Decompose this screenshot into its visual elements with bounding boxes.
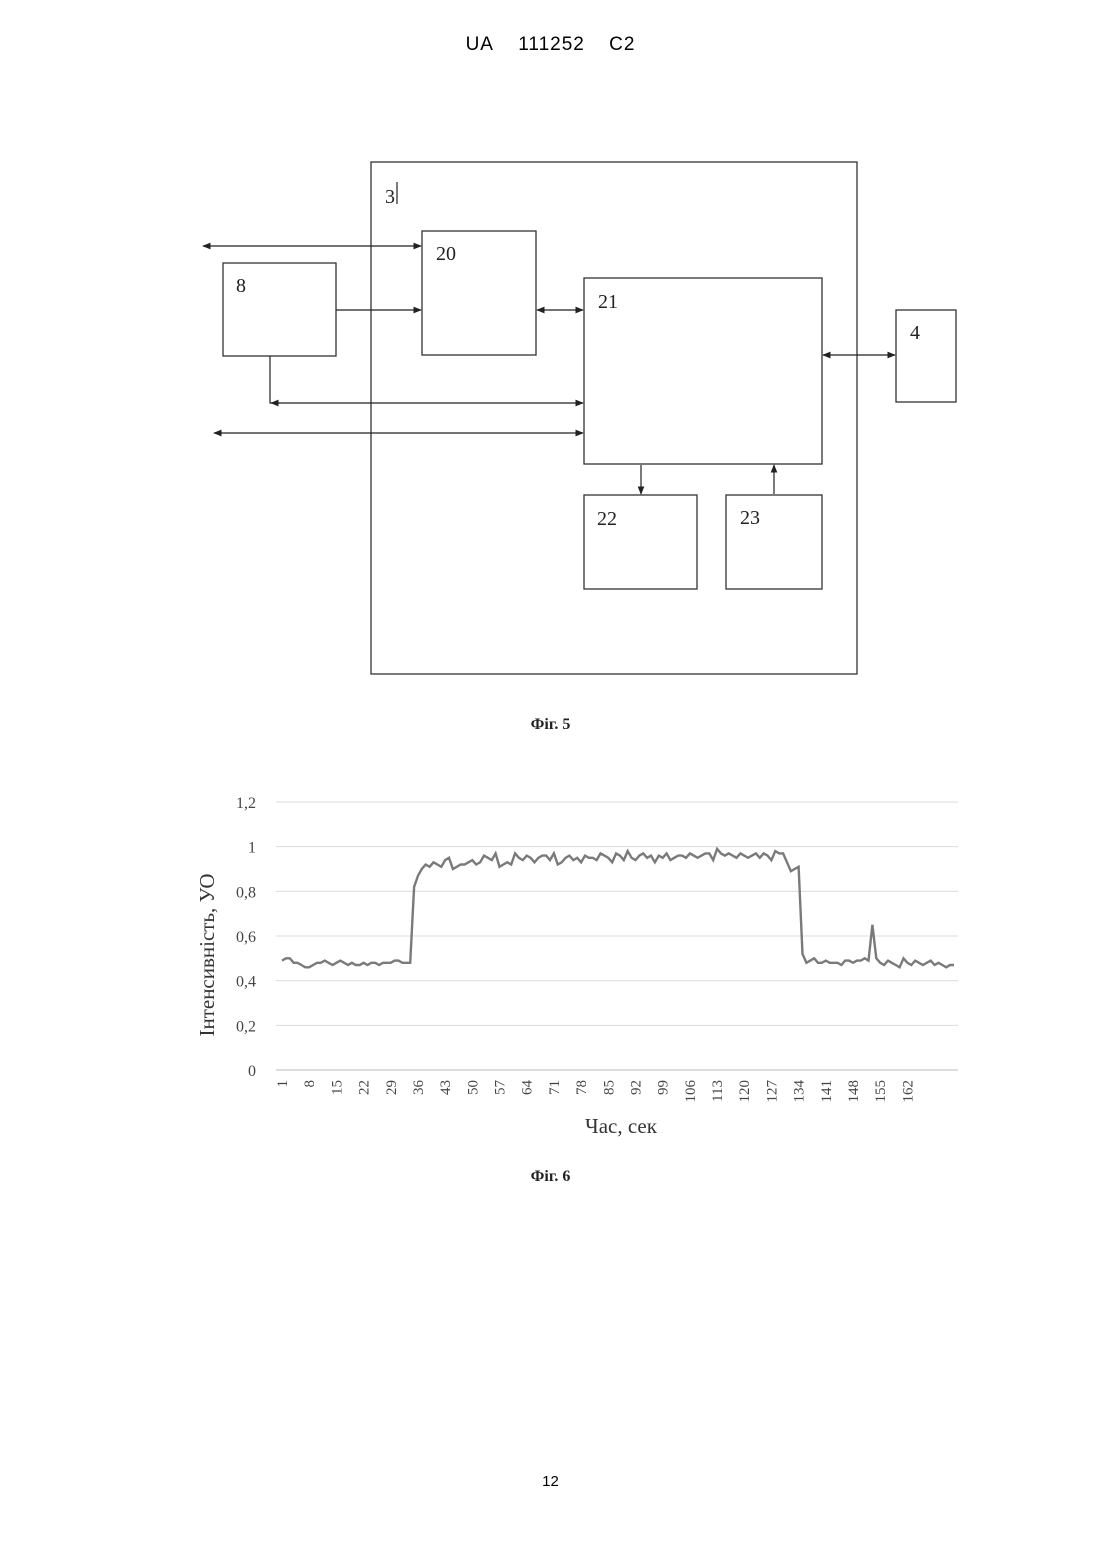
y-tick-label: 1 <box>248 840 256 857</box>
x-tick-label: 50 <box>465 1080 481 1095</box>
chart-y-ticks: 0 0,2 0,4 0,6 0,8 1 1,2 <box>236 795 256 1080</box>
x-tick-label: 134 <box>792 1080 808 1103</box>
block-4 <box>896 310 956 402</box>
x-tick-label: 43 <box>438 1080 454 1095</box>
chart-grid <box>276 802 958 1070</box>
y-tick-label: 1,2 <box>236 795 256 812</box>
x-tick-label: 120 <box>737 1080 753 1103</box>
chart-x-axis-label: Час, сек <box>585 1114 658 1138</box>
label-block-21: 21 <box>598 291 618 313</box>
label-block-23: 23 <box>740 507 760 529</box>
x-tick-label: 148 <box>846 1080 862 1103</box>
page-number: 12 <box>0 1473 1101 1490</box>
y-tick-label: 0,6 <box>236 929 256 946</box>
x-tick-label: 64 <box>520 1080 536 1096</box>
arrow-8-21 <box>270 356 583 403</box>
x-tick-label: 57 <box>493 1080 509 1096</box>
x-tick-label: 113 <box>710 1080 726 1102</box>
x-tick-label: 36 <box>411 1080 427 1096</box>
figure-5-diagram: 3 8 20 21 22 23 4 <box>0 0 1101 700</box>
x-tick-label: 1 <box>275 1080 291 1088</box>
x-tick-label: 22 <box>357 1080 373 1095</box>
x-tick-label: 162 <box>900 1080 916 1103</box>
y-tick-label: 0 <box>248 1063 256 1080</box>
label-block-8: 8 <box>236 275 246 297</box>
x-tick-label: 141 <box>819 1080 835 1103</box>
y-tick-label: 0,8 <box>236 884 256 901</box>
label-block-4: 4 <box>910 322 920 344</box>
chart-x-ticks: 1 8 15 22 29 36 43 50 57 64 71 78 85 92 99 106 113 120 127… <box>275 1080 916 1103</box>
chart-y-axis-label: Інтенсивність, УО <box>195 873 219 1036</box>
label-block-22: 22 <box>597 508 617 530</box>
chart-series-line <box>282 849 954 967</box>
figure-5-caption: Фіг. 5 <box>0 716 1101 734</box>
x-tick-label: 8 <box>302 1080 318 1088</box>
x-tick-label: 85 <box>601 1080 617 1095</box>
x-tick-label: 71 <box>547 1080 563 1095</box>
x-tick-label: 78 <box>574 1080 590 1095</box>
x-tick-label: 127 <box>764 1080 780 1103</box>
figure-6-caption: Фіг. 6 <box>0 1168 1101 1186</box>
figure-6-chart: 0 0,2 0,4 0,6 0,8 1 1,2 1 8 15 22 29 36 43 50 57 64 71 78… <box>0 770 1101 1170</box>
label-block-3: 3 <box>385 186 395 208</box>
y-tick-label: 0,4 <box>236 974 256 991</box>
x-tick-label: 29 <box>384 1080 400 1095</box>
label-block-20: 20 <box>436 243 456 265</box>
y-tick-label: 0,2 <box>236 1018 256 1035</box>
x-tick-label: 92 <box>628 1080 644 1095</box>
x-tick-label: 15 <box>329 1080 345 1095</box>
block-3-outer <box>371 162 857 674</box>
x-tick-label: 99 <box>656 1080 672 1095</box>
x-tick-label: 106 <box>683 1080 699 1103</box>
x-tick-label: 155 <box>873 1080 889 1103</box>
block-21 <box>584 278 822 464</box>
